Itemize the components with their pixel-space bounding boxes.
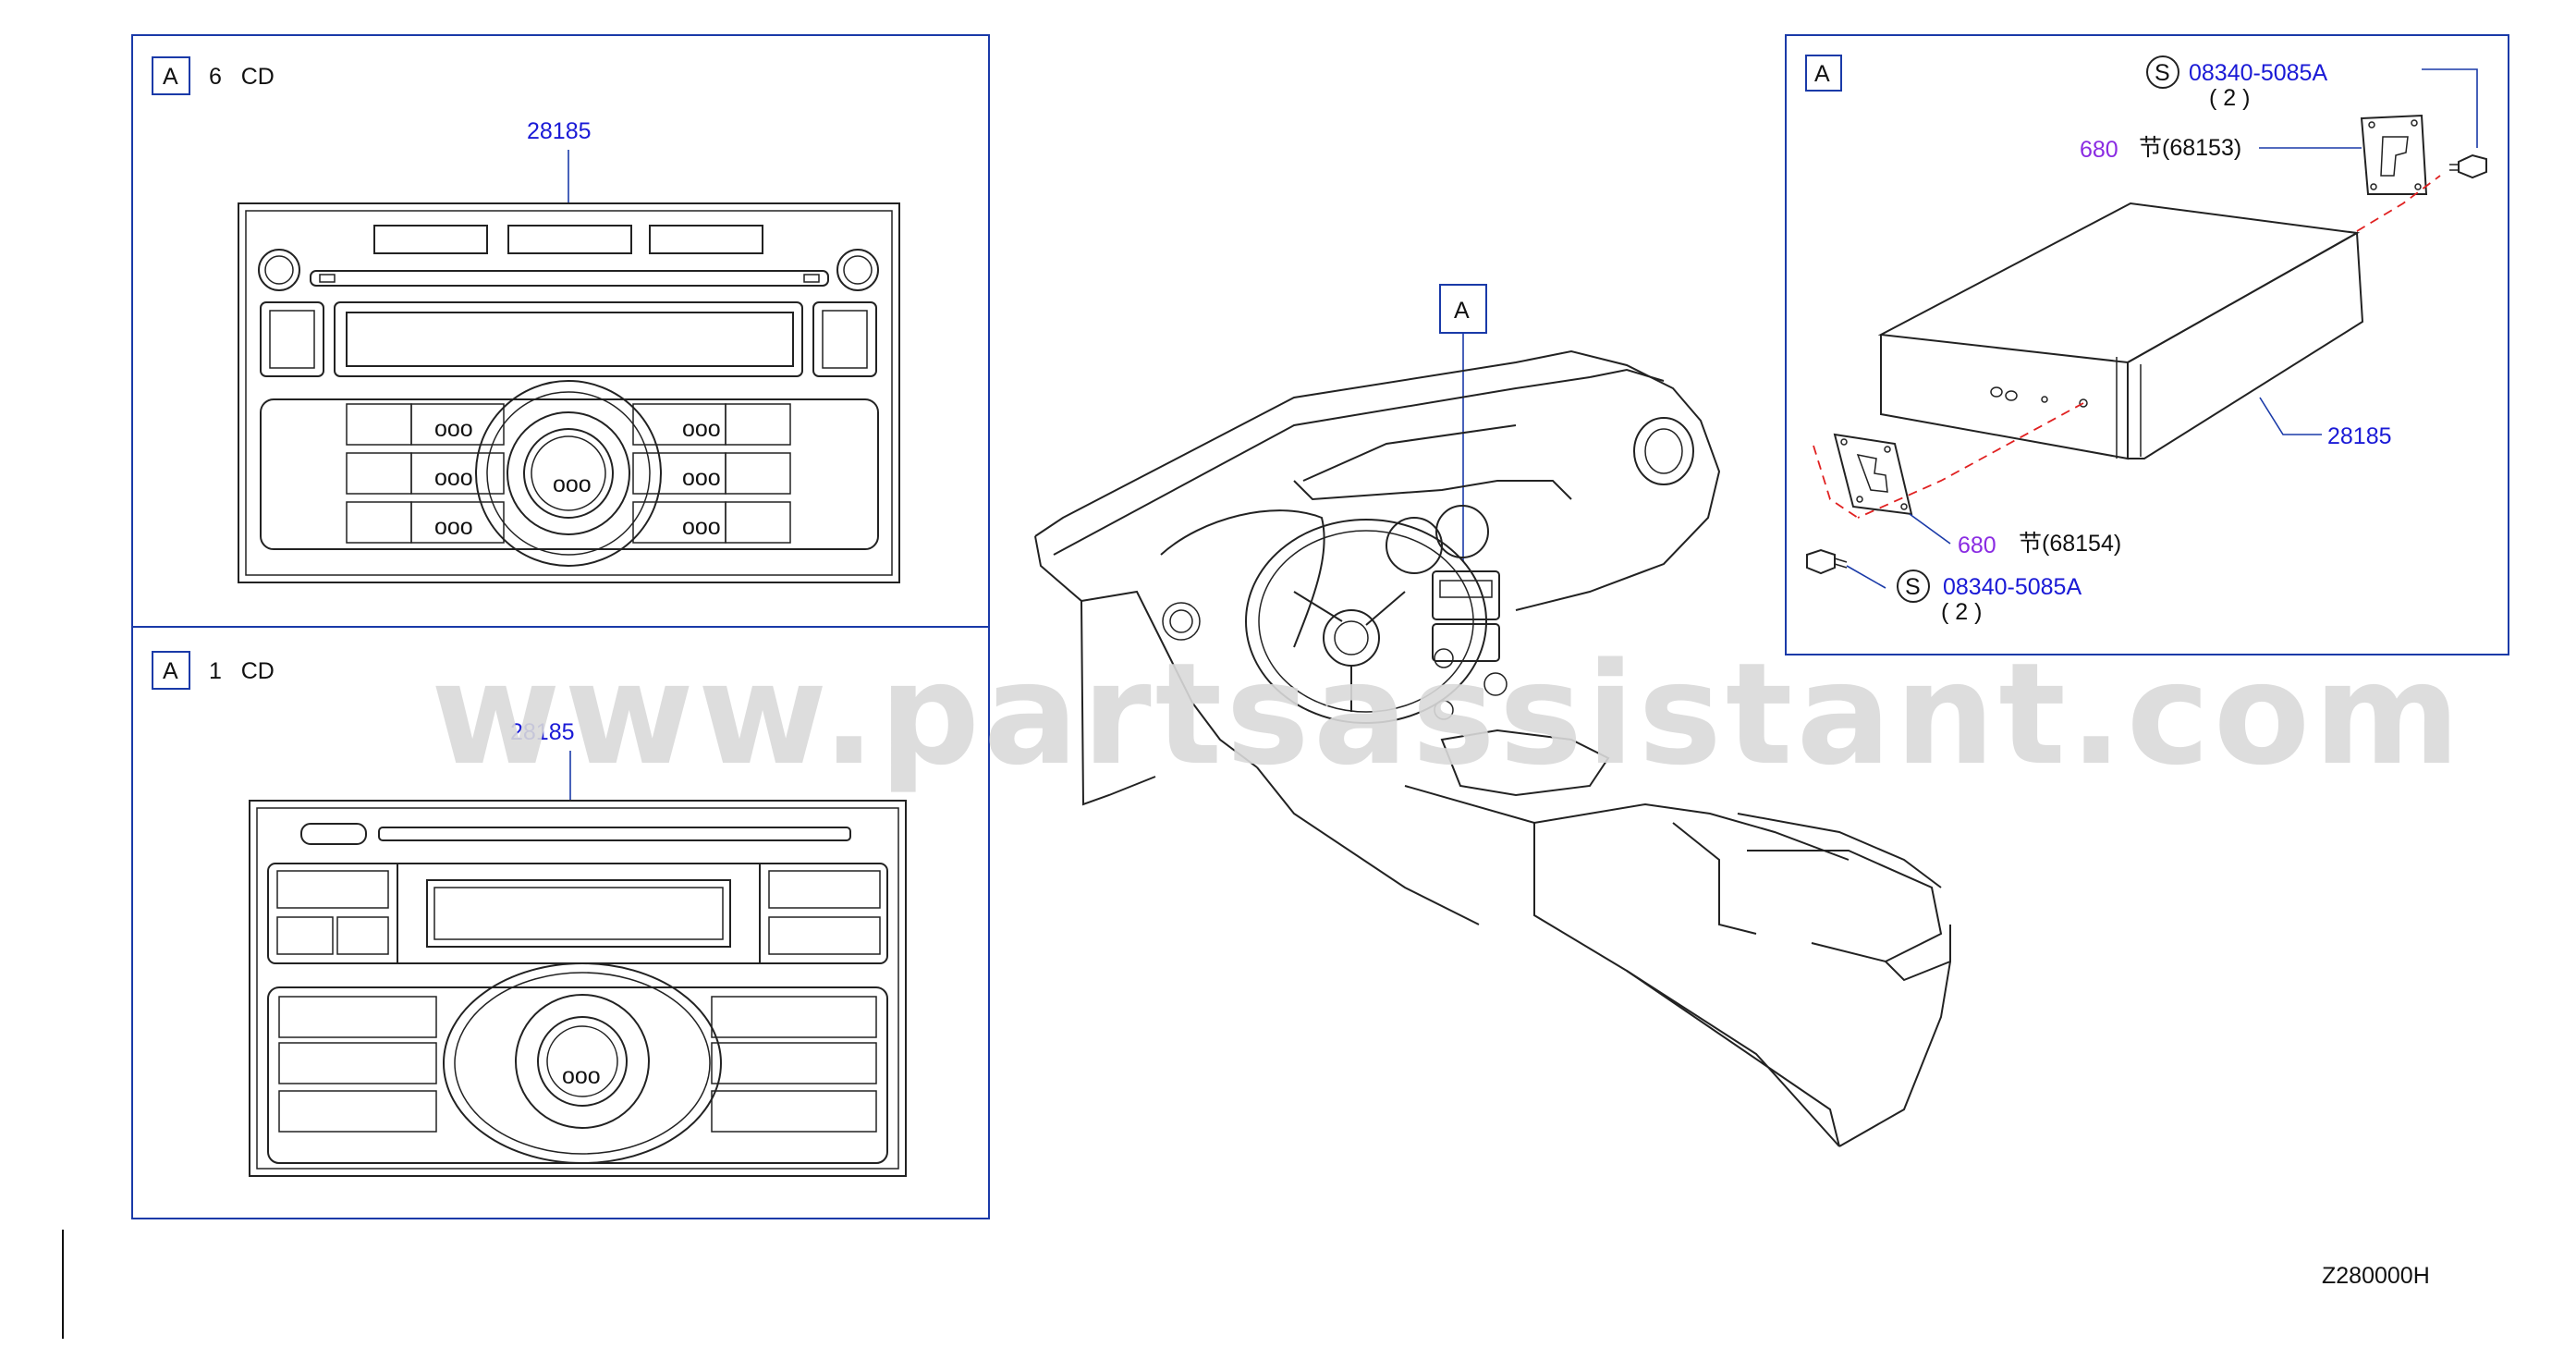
panel-install-tag: A (1814, 61, 1830, 87)
dashboard-illustration: A (1034, 284, 1951, 1147)
radio-1cd-unit: ooo (249, 800, 907, 1177)
panel-6cd-caption: 6 CD (209, 64, 275, 90)
panel-install: A S 08340-5085A ( 2 ) 680 节(68153) (1785, 34, 2509, 655)
panel-1cd: A 1 CD 28185 (131, 626, 990, 1219)
dashboard-tag[interactable]: A (1454, 298, 1470, 324)
radio-6cd-unit: ooo ooo ooo ooo ooo ooo o (238, 202, 900, 583)
svg-text:ooo: ooo (682, 465, 721, 491)
svg-text:ooo: ooo (682, 514, 721, 540)
dashboard-icon (1034, 349, 1951, 1147)
svg-text:ooo: ooo (562, 1063, 601, 1089)
watermark: www.partsassistant.com (431, 632, 2464, 796)
svg-text:ooo: ooo (553, 472, 592, 497)
install-guide-line (1813, 175, 2441, 519)
screw-left-part[interactable]: 08340-5085A (1943, 574, 2082, 600)
bracket-icon (1833, 433, 1913, 516)
diagram-code: Z280000H (2322, 1263, 2430, 1289)
bracket-right-ref[interactable]: 680 (2080, 137, 2118, 163)
panel-6cd-tag: A (163, 64, 178, 90)
screw-icon (1806, 548, 1848, 575)
panel-1cd-part-number[interactable]: 28185 (510, 719, 575, 745)
volume-knob-1cd: ooo (443, 962, 722, 1164)
panel-6cd-part-number[interactable]: 28185 (527, 118, 592, 144)
svg-text:ooo: ooo (434, 465, 473, 491)
screw-icon (2449, 153, 2487, 179)
screw-right-part[interactable]: 08340-5085A (2189, 60, 2327, 86)
preset-buttons-left: ooo ooo ooo (346, 403, 505, 544)
screw-right-qty: ( 2 ) (2209, 85, 2250, 111)
volume-knob-6cd: ooo (475, 380, 662, 567)
bracket-left-label: 节(68154) (2019, 531, 2121, 557)
bracket-left-ref[interactable]: 680 (1958, 533, 1996, 558)
screw-left-badge: S (1905, 574, 1921, 600)
radio-unit-icon (1877, 202, 2364, 460)
screw-left-qty: ( 2 ) (1941, 599, 1982, 625)
bracket-right-label: 节(68153) (2139, 135, 2241, 161)
bracket-icon (2360, 114, 2428, 195)
panel-1cd-caption: 1 CD (209, 658, 275, 684)
panel-6cd: A 6 CD 28185 (131, 34, 990, 628)
panel-1cd-tag: A (163, 658, 178, 684)
screw-right-badge: S (2155, 60, 2170, 86)
svg-text:ooo: ooo (434, 416, 473, 442)
unit-part-number[interactable]: 28185 (2327, 423, 2392, 449)
svg-text:ooo: ooo (434, 514, 473, 540)
svg-text:ooo: ooo (682, 416, 721, 442)
preset-buttons-right: ooo ooo ooo (632, 403, 791, 544)
